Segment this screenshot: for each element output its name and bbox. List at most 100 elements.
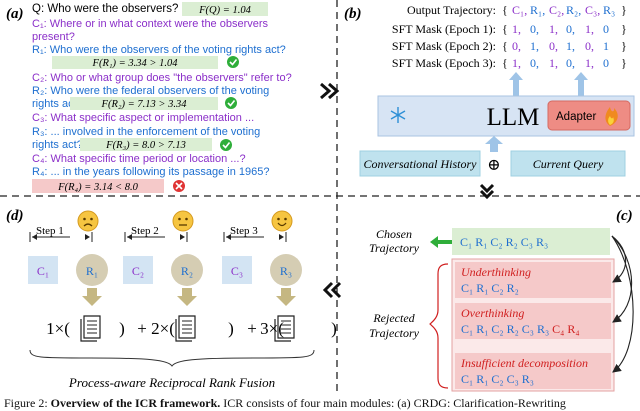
r3-line: R₃: ... involved in the enforcement of t… xyxy=(32,126,260,138)
underthinking-sequence: C₁ R₁ C₂ R₂ xyxy=(461,281,519,295)
step-label: Step 1 xyxy=(36,225,64,237)
caption-prefix: Figure 2: xyxy=(4,396,51,410)
mask3-token: { xyxy=(502,56,508,70)
double-chevron-right-icon xyxy=(320,82,340,100)
output-tokens-token: C₁, xyxy=(512,3,527,17)
llm-label: LLM xyxy=(487,104,540,131)
step-label: Step 2 xyxy=(131,225,159,237)
face-mouth xyxy=(277,222,287,227)
caption-rest: ICR consists of four main modules: (a) C… xyxy=(220,396,566,410)
rewrite-label: R₃ xyxy=(280,264,292,278)
retrieve-down-arrow xyxy=(276,288,296,306)
clarification-label: C₂ xyxy=(132,264,144,278)
doc-weight-3: 3×( xyxy=(260,319,284,338)
sad-face-icon xyxy=(77,210,99,232)
mask1-token: 1, xyxy=(512,22,521,36)
rewrite-circle xyxy=(171,254,203,286)
rejected-label-2: Trajectory xyxy=(369,326,420,340)
r3-score-box xyxy=(80,138,212,151)
document-icon xyxy=(83,315,101,339)
plus-2: + xyxy=(247,319,257,338)
sft-mask-3-label: SFT Mask (Epoch 3): xyxy=(392,56,496,70)
figure-caption: Figure 2: Overview of the ICR framework.… xyxy=(4,396,640,411)
c2-line: C₂: Who or what group does "the observer… xyxy=(32,72,292,84)
face-eye xyxy=(185,217,188,221)
insufficient-box xyxy=(455,353,611,389)
output-tokens-token: C₃, xyxy=(585,3,600,17)
r3-score: F(R₃) = 8.0 > 7.13 xyxy=(105,140,186,151)
caption-bold: Overview of the ICR framework. xyxy=(50,396,221,410)
output-tokens-token: R₃ xyxy=(603,3,615,17)
mask1-token: 1, xyxy=(549,22,558,36)
retrieve-down-arrow xyxy=(82,288,102,306)
overthinking-sequence: C₁ R₁ C₂ R₂ C₃ R₃ C₄ R₄ xyxy=(461,322,580,336)
document-stack xyxy=(175,319,192,342)
rewrite-circle xyxy=(76,254,108,286)
face-mouth xyxy=(83,223,93,227)
c1-line: C₁: Where or in what context were the ob… xyxy=(32,18,269,30)
mask2-token: 0, xyxy=(549,39,558,53)
output-tokens-token: } xyxy=(621,3,627,17)
close-paren-1: ) xyxy=(119,319,125,338)
output-tokens-token: C₂, xyxy=(549,3,564,17)
c4-line: C₄: What specific time period or locatio… xyxy=(32,153,246,165)
chosen-label-2: Trajectory xyxy=(369,241,420,255)
doc-weight-1: 1×( xyxy=(46,319,70,338)
document-stack xyxy=(274,319,291,342)
concat-icon: ⊕ xyxy=(487,157,500,174)
query-label: Current Query xyxy=(533,157,604,171)
close-paren-3: ) xyxy=(331,319,337,338)
rewrite-circle xyxy=(270,254,302,286)
mask3-token: 1, xyxy=(512,56,521,70)
mask1-token: { xyxy=(502,22,508,36)
face-eye xyxy=(277,217,280,221)
chosen-sequence: C₁ R₁ C₂ R₂ C₃ R₃ xyxy=(460,235,548,249)
mask1-token: 0, xyxy=(566,22,575,36)
mask3-token: 0, xyxy=(566,56,575,70)
r4-line: R₄: ... in the years following its passa… xyxy=(32,166,269,178)
rejected-brace xyxy=(429,263,449,389)
panel-b-label: (b) xyxy=(344,6,362,22)
mask2-token: } xyxy=(621,39,627,53)
neutral-face-icon xyxy=(172,210,194,232)
history-box xyxy=(359,150,481,177)
overthinking-box xyxy=(455,303,611,339)
selection-arrows xyxy=(611,235,634,373)
output-trajectory-label: Output Trajectory: xyxy=(407,3,496,17)
clarification-label: C₃ xyxy=(231,264,243,278)
step-label: Step 3 xyxy=(230,225,258,237)
r2-score-box xyxy=(70,97,218,110)
mask2-token: 1 xyxy=(603,39,609,53)
r1-line: R₁: Who were the observers of the voting… xyxy=(32,44,286,56)
rejected-label: Rejected xyxy=(372,311,415,325)
panel-d-label: (d) xyxy=(6,208,24,224)
r2-line: R₂: Who were the federal observers of th… xyxy=(32,85,269,97)
cross-icon xyxy=(173,180,185,192)
r2-score: F(R₂) = 7.13 > 3.34 xyxy=(101,99,188,110)
input-up-arrow xyxy=(485,136,503,152)
step-arrowhead xyxy=(85,234,90,240)
face-eye xyxy=(178,217,181,221)
step-arrowhead xyxy=(180,234,185,240)
c1-line-2: present? xyxy=(32,31,75,43)
mask1-token: 0 xyxy=(603,22,609,36)
step-arrowhead xyxy=(279,234,284,240)
mask3-token: } xyxy=(621,56,627,70)
mask1-token: 0, xyxy=(530,22,539,36)
q-score: F(Q) = 1.04 xyxy=(198,5,251,16)
face-eye xyxy=(284,217,287,221)
r1-score: F(R₁) = 3.34 > 1.04 xyxy=(92,58,179,69)
panel-a-label: (a) xyxy=(6,6,24,22)
retrieve-down-arrow xyxy=(177,288,197,306)
close-paren-2: ) xyxy=(228,319,234,338)
q-score-box xyxy=(182,2,268,16)
up-arrows xyxy=(509,72,588,96)
output-tokens-token: { xyxy=(502,3,508,17)
check-icon xyxy=(220,139,232,151)
clarification-box xyxy=(28,256,58,284)
flame-icon xyxy=(605,107,618,126)
rewrite-label: R₁ xyxy=(86,264,98,278)
document-icon xyxy=(178,315,196,339)
rewrite-label: R₂ xyxy=(181,264,193,278)
chosen-label: Chosen xyxy=(376,227,412,241)
